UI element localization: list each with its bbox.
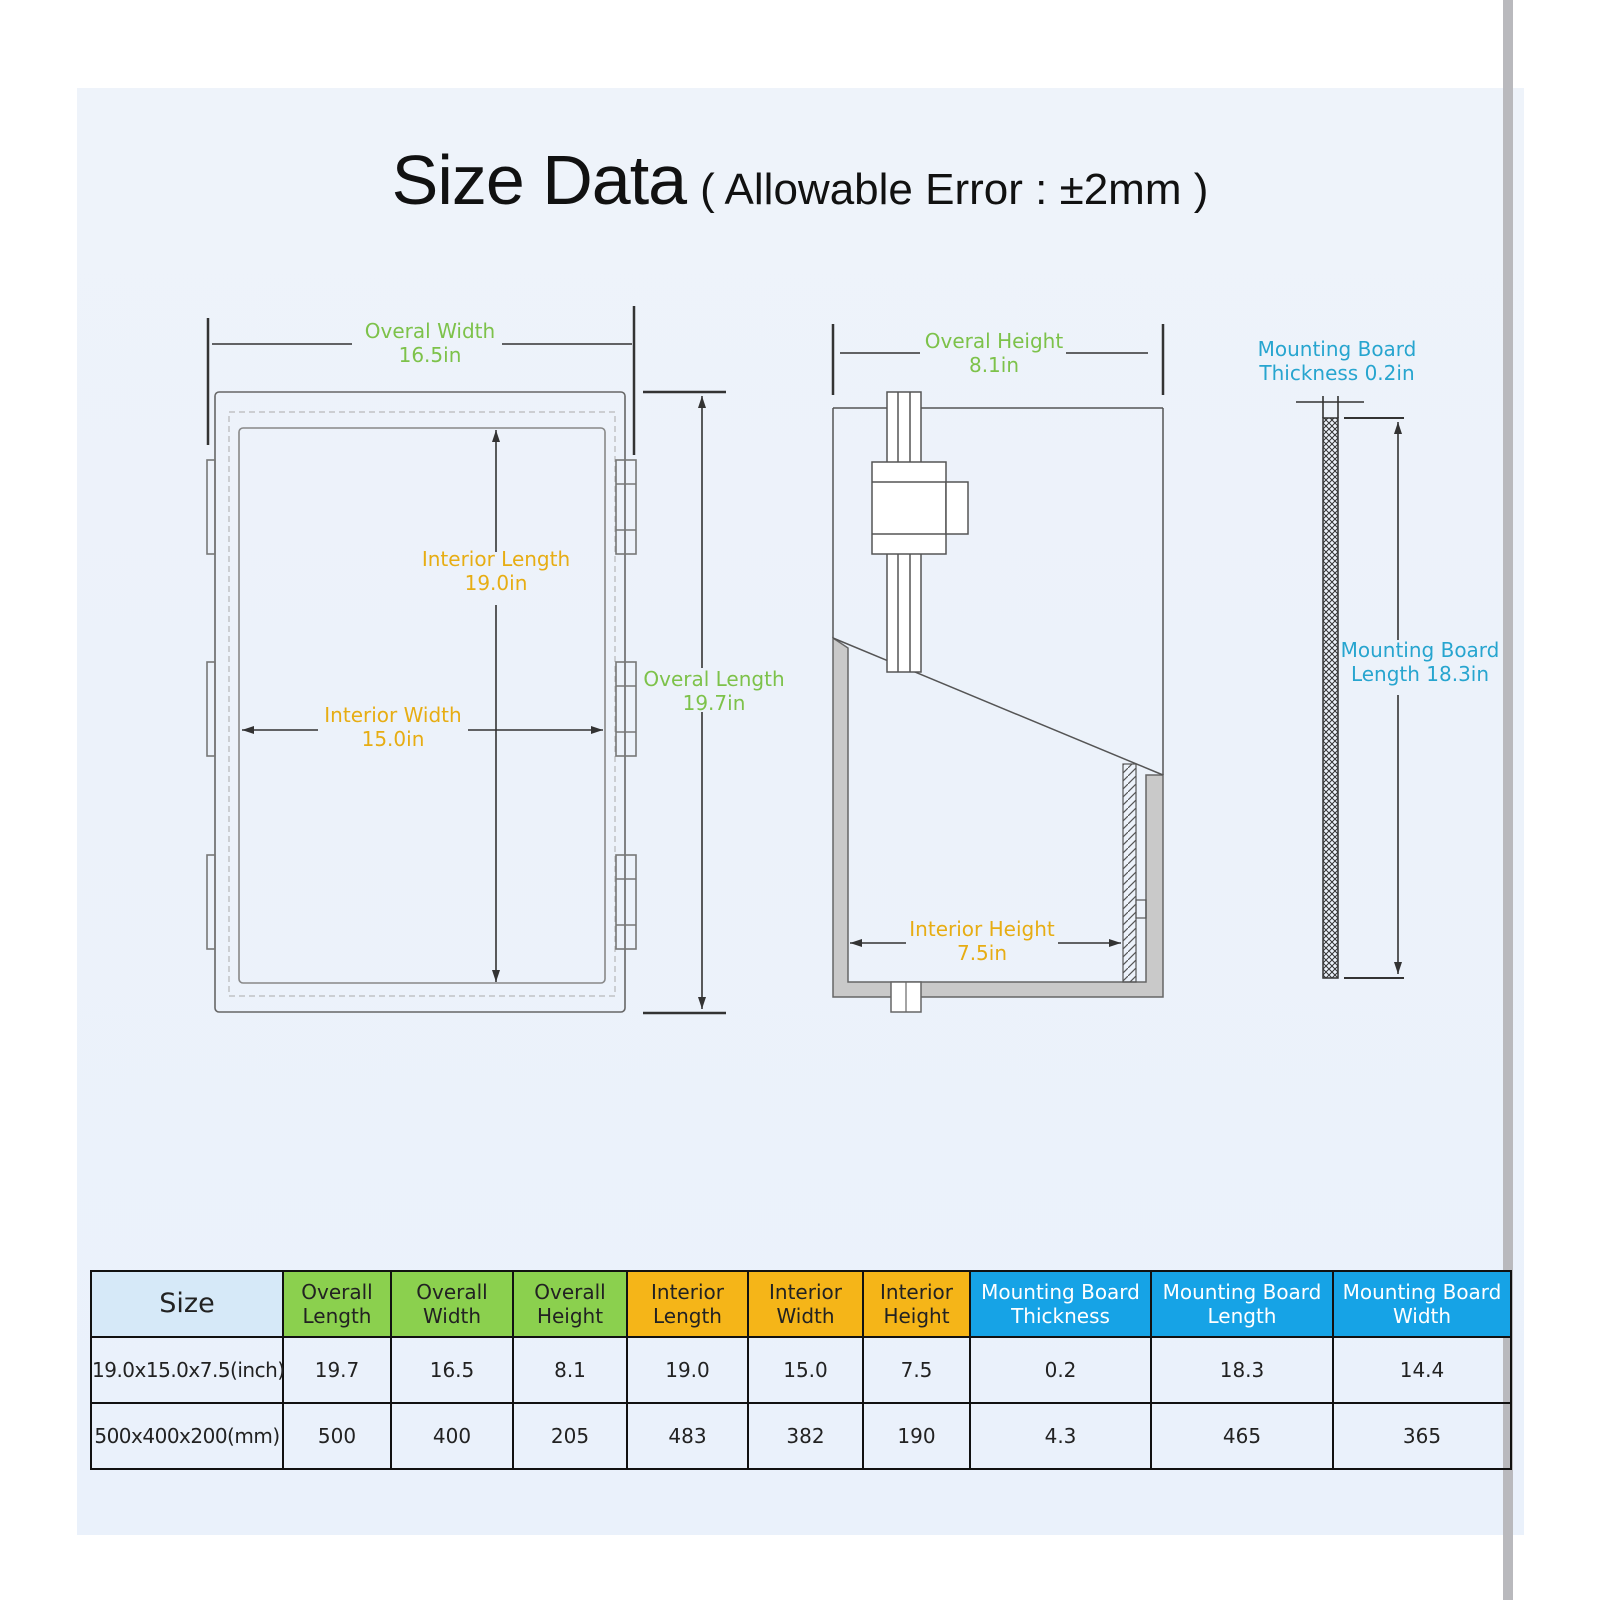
overall-width-title: Overal Width bbox=[365, 319, 495, 343]
overall-length-label: Overal Length 19.7in bbox=[643, 667, 784, 715]
table-cell: 483 bbox=[626, 1402, 749, 1470]
table-cell: 205 bbox=[512, 1402, 628, 1470]
board-thickness-label: Mounting Board Thickness 0.2in bbox=[1258, 337, 1417, 385]
board-thickness-title: Mounting Board bbox=[1258, 337, 1417, 361]
left-hinge-3 bbox=[206, 854, 216, 950]
table-cell: 14.4 bbox=[1332, 1336, 1512, 1404]
row-label: 500x400x200(mm) bbox=[90, 1402, 284, 1470]
interior-height-value: 7.5in bbox=[957, 941, 1007, 965]
latch-assembly bbox=[871, 391, 969, 673]
table-cell: 19.7 bbox=[282, 1336, 392, 1404]
table-row: 19.0x15.0x7.5(inch) 19.7 16.5 8.1 19.0 1… bbox=[90, 1336, 1512, 1404]
table-cell: 4.3 bbox=[969, 1402, 1152, 1470]
dimension-drawing: Overal Width 16.5in Overal Length 19.7in… bbox=[206, 306, 1500, 1015]
overall-width-value: 16.5in bbox=[399, 343, 462, 367]
side-dimension-lines bbox=[831, 324, 1165, 944]
interior-length-value: 19.0in bbox=[465, 571, 528, 595]
mounting-board bbox=[1322, 417, 1339, 979]
board-length-label: Mounting Board Length 18.3in bbox=[1341, 638, 1500, 686]
front-view bbox=[206, 391, 637, 1013]
table-cell: 465 bbox=[1150, 1402, 1334, 1470]
title: Size Data ( Allowable Error : ±2mm ) bbox=[0, 140, 1600, 220]
interior-width-title: Interior Width bbox=[324, 703, 461, 727]
front-dimension-lines bbox=[206, 306, 726, 1015]
table-cell: 400 bbox=[390, 1402, 514, 1470]
mounting-board-section bbox=[1122, 763, 1137, 983]
table-cell: 0.2 bbox=[969, 1336, 1152, 1404]
mounting-board-view bbox=[1296, 396, 1404, 979]
title-main: Size Data bbox=[391, 141, 687, 219]
table-cell: 8.1 bbox=[512, 1336, 628, 1404]
table-row: 500x400x200(mm) 500 400 205 483 382 190 … bbox=[90, 1402, 1512, 1470]
interior-length-label: Interior Length 19.0in bbox=[422, 547, 570, 595]
row-label: 19.0x15.0x7.5(inch) bbox=[90, 1336, 285, 1404]
table-cell: 19.0 bbox=[626, 1336, 749, 1404]
interior-width-value: 15.0in bbox=[362, 727, 425, 751]
right-latch-1 bbox=[615, 459, 637, 555]
right-edge-bar bbox=[1503, 0, 1513, 1600]
interior-height-title: Interior Height bbox=[909, 917, 1055, 941]
table-cell: 7.5 bbox=[862, 1336, 971, 1404]
table-cell: 15.0 bbox=[747, 1336, 864, 1404]
front-dimension-arrows bbox=[242, 396, 706, 1009]
board-length-title: Mounting Board bbox=[1341, 638, 1500, 662]
right-latch-2 bbox=[615, 661, 637, 757]
right-latch-3 bbox=[615, 854, 637, 950]
interior-outline bbox=[238, 427, 606, 984]
interior-length-title: Interior Length bbox=[422, 547, 570, 571]
table-cell: 365 bbox=[1332, 1402, 1512, 1470]
dashed-seam bbox=[228, 411, 616, 997]
interior-height-label: Interior Height 7.5in bbox=[909, 917, 1055, 965]
table-cell: 382 bbox=[747, 1402, 864, 1470]
board-length-value: Length 18.3in bbox=[1351, 662, 1489, 686]
left-hinge-2 bbox=[206, 661, 216, 757]
header-size: Size bbox=[90, 1270, 284, 1338]
overall-height-value: 8.1in bbox=[969, 353, 1019, 377]
overall-width-label: Overal Width 16.5in bbox=[365, 319, 495, 367]
overall-length-value: 19.7in bbox=[683, 691, 746, 715]
side-dimension-arrows bbox=[850, 939, 1121, 947]
board-thickness-value: Thickness 0.2in bbox=[1258, 361, 1414, 385]
cutaway-line bbox=[832, 637, 1164, 776]
side-view bbox=[832, 391, 1164, 1013]
table-cell: 16.5 bbox=[390, 1336, 514, 1404]
outer-box bbox=[214, 391, 626, 1013]
table-cell: 500 bbox=[282, 1402, 392, 1470]
overall-length-title: Overal Length bbox=[643, 667, 784, 691]
left-hinge-1 bbox=[206, 459, 216, 555]
wall-section bbox=[832, 636, 1164, 998]
interior-width-label: Interior Width 15.0in bbox=[324, 703, 461, 751]
overall-height-label: Overal Height 8.1in bbox=[925, 329, 1064, 377]
overall-height-title: Overal Height bbox=[925, 329, 1064, 353]
table-cell: 190 bbox=[862, 1402, 971, 1470]
table-cell: 18.3 bbox=[1150, 1336, 1334, 1404]
title-note: ( Allowable Error : ±2mm ) bbox=[700, 165, 1209, 214]
